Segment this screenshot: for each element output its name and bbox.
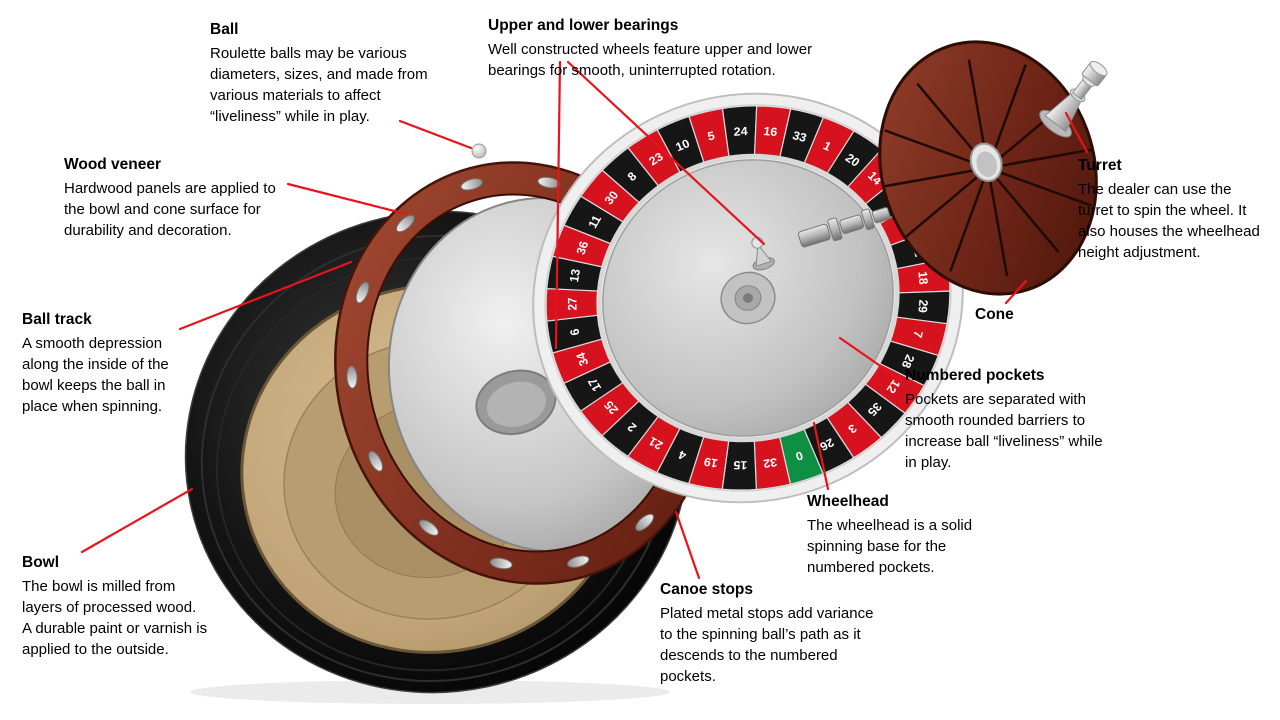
label-ball-title: Ball: [210, 21, 239, 38]
wheel-pocket-number: 32: [762, 455, 778, 471]
leader-upper-bearing: [566, 60, 766, 246]
label-canoe-stops-body: Plated metal stops add variance to the s…: [660, 605, 874, 685]
label-bearings-body: Well constructed wheels feature upper an…: [488, 41, 813, 79]
canoe-stop: [368, 450, 383, 472]
turret-illustration: [1039, 60, 1108, 138]
label-wood-veneer-title: Wood veneer: [64, 156, 162, 173]
wheel-pocket-number: 23: [646, 149, 666, 168]
canoe-stop: [395, 214, 415, 233]
canoe-stop: [418, 519, 439, 536]
wheel-pocket-number: 28: [899, 353, 918, 371]
label-canoe-stops: Canoe stops Plated metal stops add varia…: [660, 580, 882, 687]
label-ball-track-body: A smooth depression along the inside of …: [22, 335, 169, 415]
label-numbered-pockets-body: Pockets are separated with smooth rounde…: [905, 391, 1103, 471]
label-bearings: Upper and lower bearings Well constructe…: [488, 16, 870, 81]
leader-turret: [1064, 111, 1089, 154]
label-turret: Turret The dealer can use the turret to …: [1078, 156, 1266, 263]
leader-cone: [1004, 279, 1028, 305]
leader-canoe-stops: [674, 510, 701, 580]
leader-ball: [398, 119, 473, 150]
wheel-pocket-number: 33: [791, 128, 809, 145]
wheel-pocket-number: 17: [585, 375, 604, 394]
cone-illustration: [878, 40, 1098, 296]
wheel-pocket-number: 10: [674, 136, 692, 154]
wheel-pocket-number: 7: [910, 330, 926, 340]
canoe-stop: [460, 178, 483, 191]
wheel-pocket-number: 36: [573, 239, 591, 256]
wheel-pocket-number: 12: [883, 377, 903, 396]
label-turret-title: Turret: [1078, 157, 1122, 174]
label-bearings-title: Upper and lower bearings: [488, 17, 679, 34]
wheel-pocket-number: 19: [702, 455, 719, 471]
label-wheelhead-title: Wheelhead: [807, 493, 889, 510]
label-bowl: Bowl The bowl is milled from layers of p…: [22, 553, 208, 660]
wheel-pocket-number: 15: [733, 458, 748, 472]
label-wheelhead-body: The wheelhead is a solid spinning base f…: [807, 517, 973, 576]
wheel-pocket-number: 16: [763, 124, 779, 139]
wheel-pocket-number: 29: [915, 299, 930, 313]
canoe-stop: [537, 176, 561, 189]
canoe-stop: [346, 365, 358, 389]
label-ball: Ball Roulette balls may be various diame…: [210, 20, 438, 127]
label-cone: Cone: [975, 305, 1075, 328]
leader-lines: [80, 60, 1089, 580]
label-turret-body: The dealer can use the turret to spin th…: [1078, 181, 1260, 261]
leader-numbered-pockets: [838, 336, 904, 383]
wheel-pocket-number: 13: [567, 268, 584, 283]
label-wood-veneer: Wood veneer Hardwood panels are applied …: [64, 155, 296, 241]
leader-wood-veneer: [286, 182, 408, 216]
leader-wheelhead: [812, 421, 830, 491]
label-ball-track: Ball track A smooth depression along the…: [22, 310, 190, 417]
canoe-stop: [489, 557, 513, 570]
wheel-pocket-number: 34: [573, 350, 591, 367]
leader-ball-track: [178, 260, 353, 331]
wheel-pocket-number: 6: [567, 327, 582, 336]
wheel-pocket-number: 18: [915, 271, 930, 286]
label-bowl-body: The bowl is milled from layers of proces…: [22, 578, 208, 658]
label-ball-track-title: Ball track: [22, 311, 92, 328]
label-canoe-stops-title: Canoe stops: [660, 581, 754, 598]
wheel-pocket-number: 0: [794, 448, 805, 463]
spindle-illustration: [797, 204, 904, 248]
label-numbered-pockets-title: Numbered pockets: [905, 367, 1045, 384]
wheel-pocket-number: 11: [585, 213, 604, 231]
wheel-pocket-number: 21: [646, 434, 666, 452]
ball-illustration: [471, 143, 487, 159]
canoe-stop: [635, 513, 655, 532]
canoe-stop: [355, 281, 370, 304]
leader-bowl: [80, 487, 194, 554]
label-bowl-title: Bowl: [22, 554, 60, 571]
wheel-pocket-number: 24: [733, 124, 748, 139]
wheel-pocket-number: 26: [817, 435, 836, 453]
label-cone-title: Cone: [975, 306, 1014, 323]
label-numbered-pockets: Numbered pockets Pockets are separated w…: [905, 366, 1117, 473]
label-wood-veneer-body: Hardwood panels are applied to the bowl …: [64, 180, 276, 239]
wheel-pocket-number: 27: [565, 297, 579, 311]
upper-bearing-illustration: [751, 236, 775, 271]
label-wheelhead: Wheelhead The wheelhead is a solid spinn…: [807, 492, 1015, 578]
label-ball-body: Roulette balls may be various diameters,…: [210, 45, 428, 125]
leader-lower-bearing: [554, 60, 562, 350]
canoe-stop: [567, 555, 590, 568]
wheel-pocket-number: 5: [706, 129, 716, 144]
